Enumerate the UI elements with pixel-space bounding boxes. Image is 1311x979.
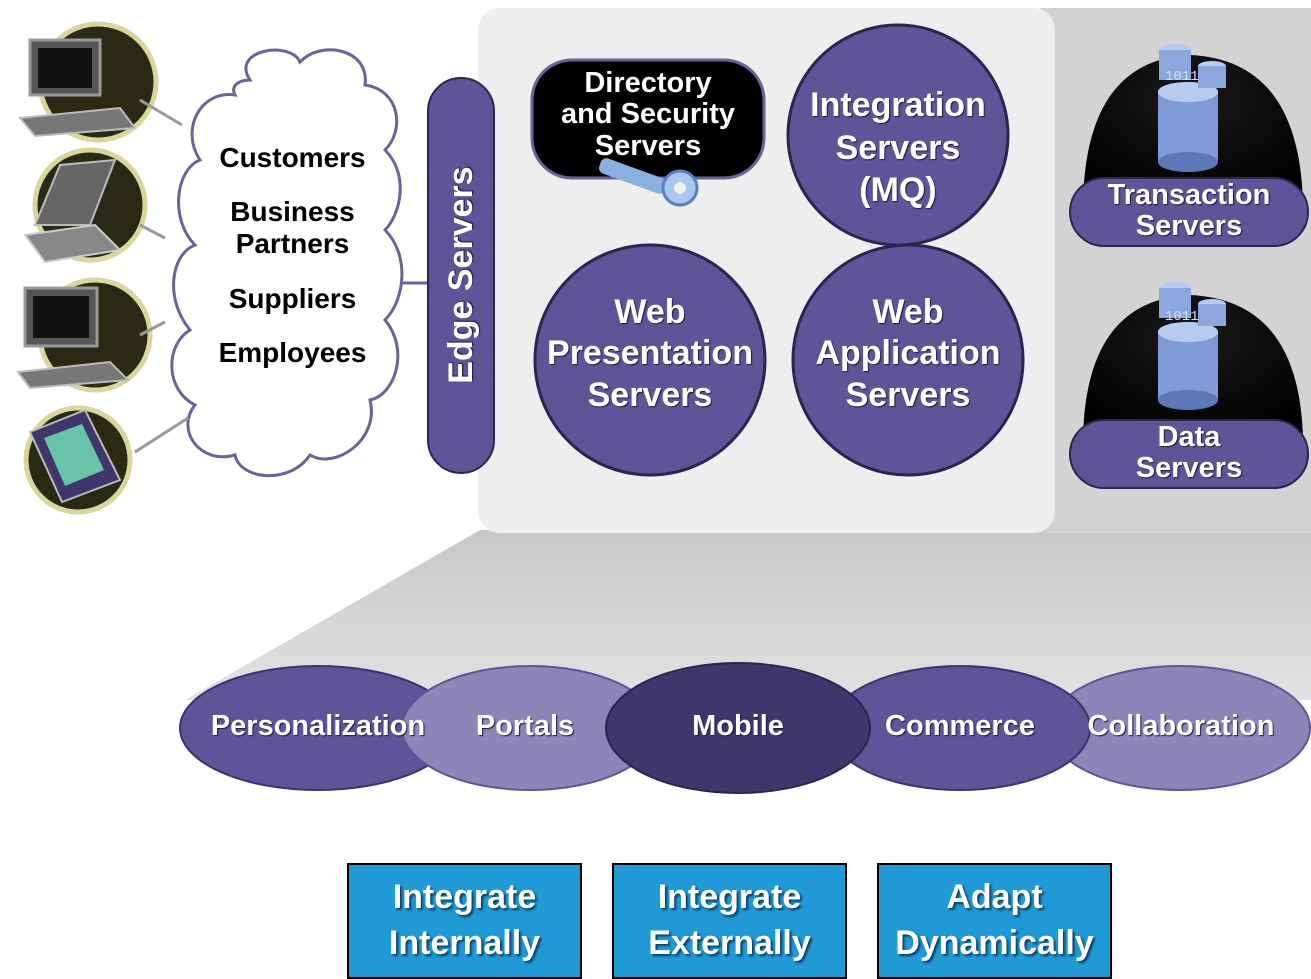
transaction-line-2: Servers xyxy=(1135,210,1243,243)
web-application-line-2: Application xyxy=(815,334,1001,373)
integrate-externally-box: Integrate Externally xyxy=(612,863,847,979)
adapt-dynamically-line-1: Adapt xyxy=(946,878,1043,917)
transaction-line-1: Transaction xyxy=(1107,179,1271,211)
employees-label: Employees xyxy=(218,336,367,368)
data-line-1: Data xyxy=(1157,421,1221,453)
integration-servers-label: Integration Servers (MQ) xyxy=(788,84,1008,212)
key-icon xyxy=(599,158,699,207)
portals-label: Portals xyxy=(475,710,575,742)
users-cloud xyxy=(170,48,404,478)
integrate-internally-line-2: Internally xyxy=(388,924,541,962)
svg-text:1011: 1011 xyxy=(1165,309,1199,325)
mobile-label: Mobile xyxy=(692,710,784,742)
data-database-icon: 1011 xyxy=(1158,282,1226,410)
directory-line-1: Directory xyxy=(584,67,712,99)
integration-line-1: Integration xyxy=(810,86,986,124)
data-servers-label: Data Servers xyxy=(1070,421,1308,485)
web-application-label: Web Application Servers xyxy=(788,292,1028,416)
web-presentation-line-2: Presentation xyxy=(547,334,753,373)
web-presentation-line-3: Servers xyxy=(587,375,713,414)
personalization-label: Personalization xyxy=(210,710,426,742)
web-application-line-3: Servers xyxy=(845,375,971,414)
directory-line-2: and Security xyxy=(560,98,736,131)
business-label: Business xyxy=(230,196,355,228)
desktop-computer-icon xyxy=(18,21,183,143)
data-pill xyxy=(1069,419,1309,489)
desktop-computer-icon-2 xyxy=(16,277,166,393)
svg-text:1011: 1011 xyxy=(1165,69,1199,85)
laptop-icon xyxy=(23,147,166,264)
transaction-database-icon: 1011 xyxy=(1158,44,1226,172)
web-presentation-label: Web Presentation Servers xyxy=(530,292,770,416)
web-presentation-line-1: Web xyxy=(614,293,686,331)
transaction-servers-label: Transaction Servers xyxy=(1070,179,1308,243)
commerce-label: Commerce xyxy=(885,710,1035,742)
data-line-2: Servers xyxy=(1135,452,1243,485)
handheld-pda-icon xyxy=(23,405,189,515)
adapt-dynamically-line-2: Dynamically xyxy=(895,924,1094,962)
integrate-internally-box: Integrate Internally xyxy=(347,863,582,979)
customers-label: Customers xyxy=(219,142,366,173)
web-application-line-1: Web xyxy=(872,293,944,331)
integrate-internally-line-1: Integrate xyxy=(392,878,537,917)
funnel-shape xyxy=(185,530,1311,700)
suppliers-label: Suppliers xyxy=(228,282,357,314)
adapt-dynamically-box: Adapt Dynamically xyxy=(877,863,1112,979)
edge-servers-pill xyxy=(427,77,495,474)
directory-line-3: Servers xyxy=(594,129,702,162)
mobile-ellipse xyxy=(605,662,871,794)
web-application-circle xyxy=(791,243,1025,477)
web-presentation-circle xyxy=(533,243,767,477)
integrate-externally-line-2: Externally xyxy=(648,924,811,962)
partners-label: Partners xyxy=(235,228,350,260)
edge-servers-label: Edge Servers xyxy=(442,166,480,384)
integrate-externally-line-1: Integrate xyxy=(657,878,802,917)
transaction-pill xyxy=(1069,177,1309,247)
integration-line-3: (MQ) xyxy=(859,171,937,209)
integration-line-2: Servers xyxy=(835,128,961,167)
directory-security-label: Directory and Security Servers xyxy=(532,67,764,162)
collaboration-label: Collaboration xyxy=(1087,710,1275,742)
user-groups-list: Customers Business Partners Suppliers Em… xyxy=(200,142,385,369)
